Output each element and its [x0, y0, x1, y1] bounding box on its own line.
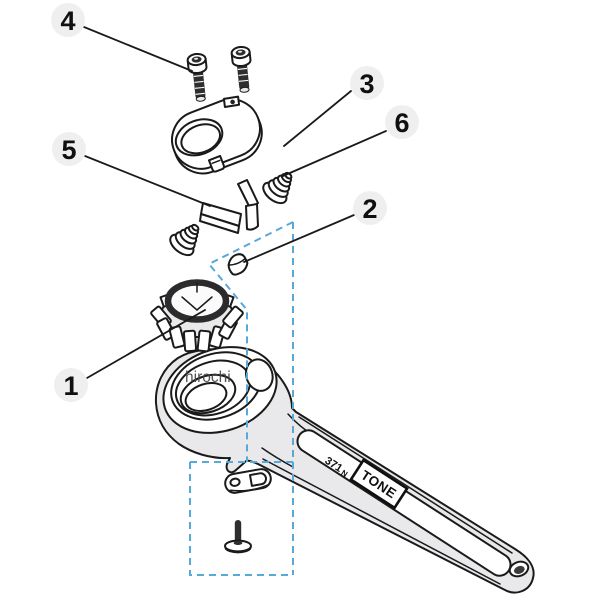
callout-1-number: 1 [63, 371, 78, 401]
brand-logo-box [349, 458, 409, 510]
square-drive-hole-lines [181, 296, 213, 311]
hanging-hole [508, 560, 530, 578]
callout-4: 4 [51, 3, 85, 37]
plate-notch-dot [230, 99, 235, 105]
callout-6: 6 [385, 105, 419, 139]
callout-1: 1 [54, 368, 88, 402]
watermark-text: hirochi [185, 369, 231, 386]
leader-4 [83, 26, 193, 72]
cap-screw-2 [230, 45, 252, 93]
leader-5 [84, 155, 211, 207]
part-retainer-screw [224, 520, 252, 554]
leader-1 [86, 309, 206, 379]
leader-2 [243, 214, 355, 263]
callout-3-number: 3 [359, 69, 374, 99]
assembly-axis-dashed-box [189, 221, 294, 576]
handle-edge-line-bottom [262, 458, 501, 585]
leader-6 [282, 130, 387, 177]
model-suffix-text: N [339, 468, 349, 479]
plate-hole-inner [180, 123, 221, 155]
part-spring-6 [262, 171, 293, 205]
callout-3: 3 [350, 66, 384, 100]
neck-line-bottom [261, 447, 294, 468]
handle-recessed-panel [296, 429, 512, 577]
callout-6-number: 6 [394, 108, 409, 138]
head-bore [184, 382, 228, 412]
callout-5-number: 5 [61, 135, 76, 165]
plate-tab-slot [211, 159, 221, 165]
gear-teeth [150, 305, 244, 353]
handle-edge-line-top [298, 416, 513, 554]
part-spring-pawl [169, 223, 200, 257]
leader-lines [83, 26, 387, 379]
part-retainer-plate [224, 468, 272, 494]
part-cap-screws [186, 45, 252, 102]
part-cover-plate [171, 95, 263, 175]
pawl-blade [237, 179, 259, 209]
pawl-post [245, 203, 259, 231]
part-push-button [227, 253, 249, 276]
cap-screw-1 [186, 52, 208, 102]
callout-4-number: 4 [60, 6, 75, 36]
part-wrench-body: 371 N TONE [154, 346, 535, 594]
pawl-bar-side [199, 213, 240, 234]
part-pawl [199, 179, 259, 234]
plate-tab [207, 154, 226, 173]
part-drive-gear [150, 279, 244, 353]
callout-2-number: 2 [362, 194, 377, 224]
callout-2: 2 [353, 191, 387, 225]
callout-5: 5 [52, 132, 86, 166]
leader-3 [283, 90, 352, 147]
